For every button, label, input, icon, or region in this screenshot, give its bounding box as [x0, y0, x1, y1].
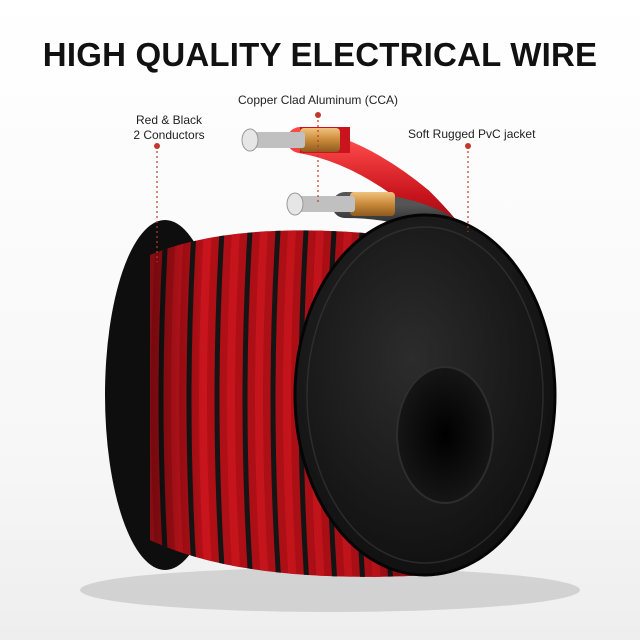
floor-shadow: [80, 568, 580, 612]
callout-conductors-line2: 2 Conductors: [133, 128, 205, 142]
center-hole: [397, 367, 493, 503]
callout-conductors: Red & Black 2 Conductors: [128, 113, 210, 143]
page-title: HIGH QUALITY ELECTRICAL WIRE: [42, 36, 598, 73]
callout-conductors-line1: Red & Black: [135, 113, 203, 127]
callout-jacket: Soft Rugged PvC jacket: [408, 127, 536, 141]
leader-lines: [156, 115, 469, 262]
leader-dots: [154, 112, 471, 149]
callout-cca: Copper Clad Aluminum (CCA): [238, 93, 399, 107]
